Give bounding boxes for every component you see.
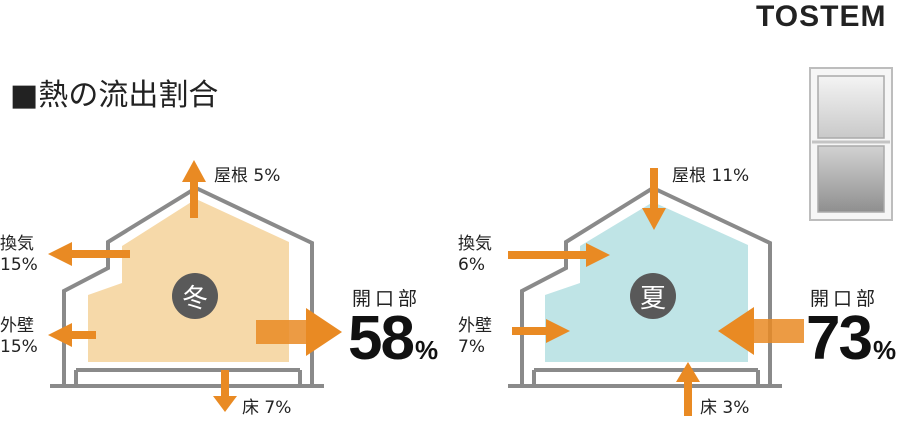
summer-opening-arrow xyxy=(718,307,804,355)
summer-wall-value: 7% xyxy=(458,337,485,358)
brand-logo: TOSTEM xyxy=(756,0,887,33)
summer-roof-label: 屋根 11% xyxy=(672,166,750,186)
summer-wall-name: 外壁 xyxy=(458,316,492,336)
summer-floor-arrow xyxy=(676,362,700,416)
winter-ventilation-value: 15% xyxy=(0,255,38,276)
winter-ventilation-arrow xyxy=(48,242,130,266)
summer-roof-arrow xyxy=(642,168,666,230)
summer-opening-percent: 73% xyxy=(806,308,896,370)
summer-season-badge: 夏 xyxy=(630,273,676,319)
summer-ventilation-value: 6% xyxy=(458,255,485,276)
summer-ventilation-label: 換気 6% xyxy=(458,234,492,277)
summer-floor-label: 床 3% xyxy=(700,398,750,418)
summer-opening-title: 開口部 xyxy=(810,288,880,310)
summer-opening-value: 73 xyxy=(806,304,873,373)
summer-ventilation-arrow xyxy=(508,243,610,267)
winter-opening-percent: 58% xyxy=(348,308,438,370)
winter-roof-label: 屋根 5% xyxy=(214,166,281,186)
winter-roof-arrow xyxy=(182,160,206,218)
winter-opening-title: 開口部 xyxy=(352,288,422,310)
winter-floor-arrow xyxy=(213,370,237,412)
summer-opening-unit: % xyxy=(872,335,897,365)
winter-opening-value: 58 xyxy=(348,304,415,373)
winter-wall-arrow xyxy=(48,323,96,347)
winter-wall-value: 15% xyxy=(0,337,38,358)
winter-house-outline xyxy=(62,185,314,386)
winter-season-badge: 冬 xyxy=(172,273,218,319)
summer-ventilation-name: 換気 xyxy=(458,234,492,254)
winter-wall-name: 外壁 xyxy=(0,316,34,336)
summer-wall-label: 外壁 7% xyxy=(458,316,492,359)
summer-wall-arrow xyxy=(512,319,570,343)
winter-ventilation-name: 換気 xyxy=(0,234,34,254)
double-hung-window-icon xyxy=(809,67,893,221)
winter-wall-label: 外壁 15% xyxy=(0,316,38,359)
winter-opening-arrow xyxy=(256,308,342,356)
page-title: ■熱の流出割合 xyxy=(10,78,219,113)
winter-opening-unit: % xyxy=(414,335,439,365)
winter-ventilation-label: 換気 15% xyxy=(0,234,38,277)
summer-house-outline xyxy=(520,185,772,386)
winter-floor-label: 床 7% xyxy=(242,398,292,418)
